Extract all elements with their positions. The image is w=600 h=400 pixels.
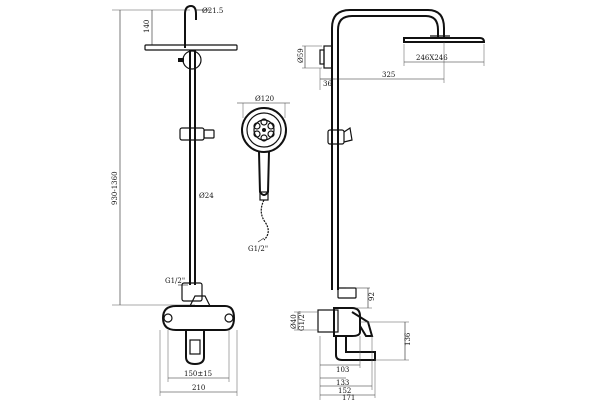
side-curved-arm-inner [337,15,439,290]
side-mixer-lever [351,311,374,337]
depth-152-label: 152 [338,387,351,395]
mixer-width-label: 150±15 [184,370,212,378]
head-size-label: 246X246 [416,54,448,62]
hand-shower-head-ring [246,112,282,148]
mixer-right-eccentric [224,313,234,323]
holder-slider [179,127,205,141]
side-diverter [337,287,357,299]
side-shower-head [403,37,486,43]
bath-spout-front [185,330,205,366]
side-holder [327,129,345,145]
depth-133-label: 133 [336,379,349,387]
wall-dia-label: Ø59 [297,48,305,63]
spout-height-label: 136 [404,332,412,346]
mixer-handle-base [189,295,211,307]
depth-171-label: 171 [342,394,355,400]
hand-shower-handle [258,151,270,196]
overhead-shower-head [144,44,238,51]
side-wall-bracket [323,45,333,69]
top-gooseneck [184,4,197,48]
bar-dia-label: Ø24 [199,192,214,200]
holder-knob [203,129,215,139]
side-dia-label: Ø40 [290,314,298,329]
side-thread-label: G1/2" [298,311,306,331]
shower-hose [260,199,269,241]
side-wall-flange [319,49,325,65]
mixer-left-eccentric [163,313,173,323]
hand-shower-spray-pattern [253,119,275,141]
total-height-label: 930-1360 [111,171,119,205]
mixer-body [161,305,236,331]
diverter-body [181,282,203,302]
hand-shower-view: Ø120 G1/2" [237,95,290,253]
valve-height-label: 92 [368,292,376,301]
front-view: 930-1360 140 Ø21.5 Ø24 G1/2" [111,4,238,396]
wall-bracket-circle [182,50,202,70]
left-thread-label: G1/2" [165,277,185,285]
depth-103-label: 103 [336,366,349,374]
spout-detail [189,339,201,355]
top-height-label: 140 [143,20,151,33]
side-bath-spout [335,336,376,361]
base-width-label: 210 [192,384,205,392]
side-eccentric [317,309,339,333]
wall-bracket-knob [178,58,184,62]
side-view: 246X246 325 Ø59 36 Ø40 G1/2" [290,9,486,400]
hand-shower-head-outer [241,107,287,153]
side-curved-arm-outer [331,9,445,290]
wall-offset-label: 36 [323,80,332,88]
arm-reach-label: 325 [382,71,395,79]
side-mixer-body [333,307,361,337]
hose-thread-leader [257,237,265,243]
side-holder-cradle [343,126,353,143]
hand-head-dia-label: Ø120 [255,95,274,103]
hose-thread-label: G1/2" [248,245,268,253]
top-pipe-dia-label: Ø21.5 [202,7,223,15]
spray-petals [253,118,275,142]
